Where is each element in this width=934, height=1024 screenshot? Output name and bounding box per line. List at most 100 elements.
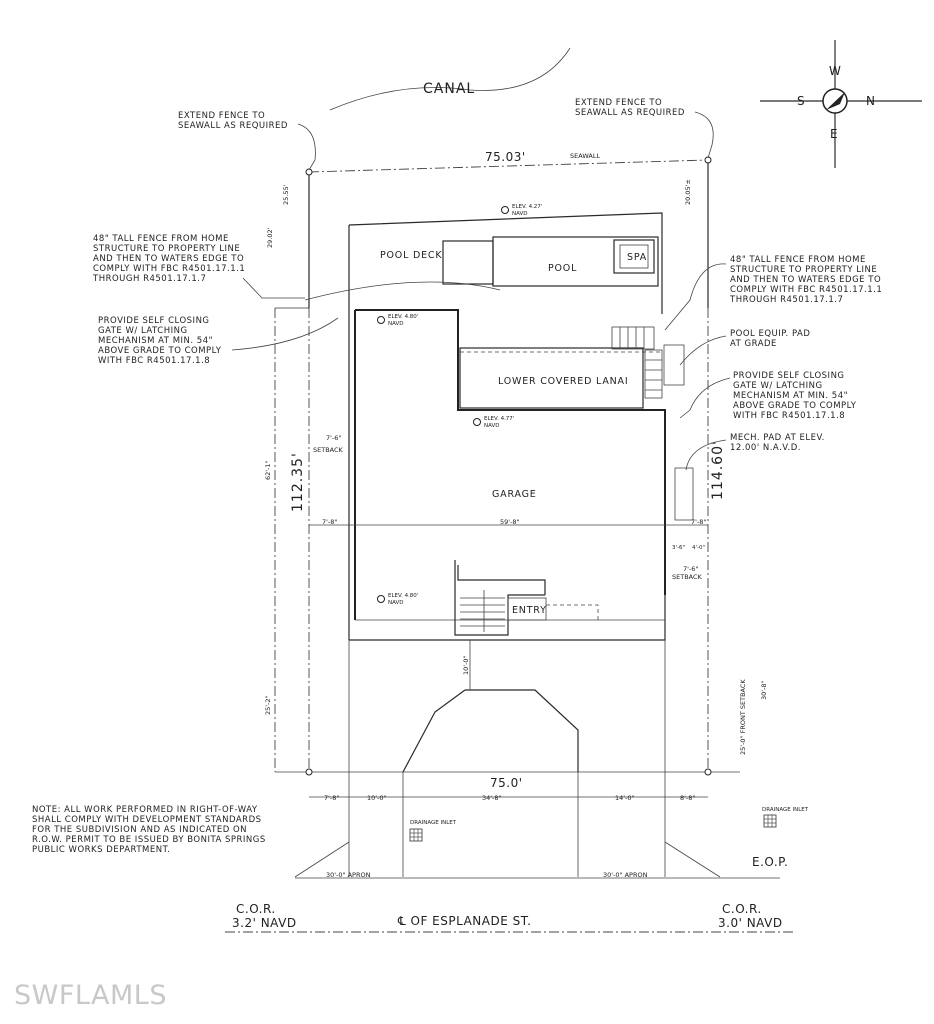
note-line: 12.00' N.A.V.D.: [730, 443, 801, 453]
canal-label: CANAL: [423, 81, 475, 97]
note-line: PROVIDE SELF CLOSING: [98, 316, 210, 326]
setback-right-label: SETBACK: [672, 573, 703, 581]
width-right-dim: 7'-8": [691, 518, 706, 526]
note-mech-pad: MECH. PAD AT ELEV. 12.00' N.A.V.D.: [730, 433, 825, 453]
elev-marker-4: ELEV. 4.80' NAVD: [377, 593, 418, 606]
bottom-dim-4: 14'-0": [615, 794, 635, 802]
drainage-left-label: DRAINAGE INLET: [410, 820, 457, 826]
eop-label: E.O.P.: [752, 855, 788, 869]
drainage-inlet-left-icon: [409, 828, 423, 842]
note-line: COMPLY WITH FBC R4501.17.1.1: [93, 264, 245, 274]
entry-label: ENTRY: [512, 605, 547, 616]
leader-line: [679, 377, 731, 419]
lanai-shape: [459, 347, 644, 409]
elev-3-datum: NAVD: [484, 423, 500, 429]
note-tall-fence-left: 48" TALL FENCE FROM HOME STRUCTURE TO PR…: [92, 234, 245, 284]
right-depth-dim: 114.60': [710, 440, 726, 500]
setback-right-dim: 7'-6": [683, 565, 698, 573]
leader-line: [694, 111, 714, 159]
top-width-dim: 75.03': [485, 150, 526, 164]
bottom-dim-1: 7'-8": [324, 794, 339, 802]
cor-right-title: C.O.R.: [722, 902, 762, 916]
watermark: SWFLAMLS: [14, 980, 167, 1011]
bottom-dim-5: 8'-8": [680, 794, 695, 802]
leader-line: [297, 123, 316, 171]
garage-label: GARAGE: [492, 489, 537, 500]
compass-w: W: [829, 64, 841, 78]
elev-4-datum: NAVD: [388, 600, 404, 606]
pool-equip-pad: [663, 344, 685, 386]
note-tall-fence-right: 48" TALL FENCE FROM HOME STRUCTURE TO PR…: [729, 255, 882, 305]
entry-stair-icon: [460, 590, 505, 632]
note-line: ABOVE GRADE TO COMPLY: [98, 346, 222, 356]
driveway-left: [402, 689, 466, 773]
leader-line: [231, 317, 339, 351]
elev-marker-1: ELEV. 4.27' NAVD: [501, 204, 542, 217]
elev-4-value: ELEV. 4.80': [388, 593, 418, 599]
leader-line: [664, 263, 727, 331]
pool-deck-label: POOL DECK: [380, 250, 442, 261]
note-pool-equip: POOL EQUIP. PAD AT GRADE: [730, 329, 810, 349]
fence-line: [304, 281, 501, 301]
note-line: EXTEND FENCE TO: [178, 111, 265, 121]
bottom-width-dim: 75.0': [490, 776, 523, 790]
entry-box: [507, 597, 547, 621]
note-line: ABOVE GRADE TO COMPLY: [733, 401, 857, 411]
driveway-right: [465, 689, 579, 772]
setback-left-dim: 7'-6": [326, 434, 341, 442]
corner-marker: [305, 768, 313, 776]
elev-1-value: ELEV. 4.27': [512, 204, 542, 210]
note-gate-right: PROVIDE SELF CLOSING GATE W/ LATCHING ME…: [733, 371, 857, 421]
left-offset2-dim: 29.02': [266, 227, 274, 248]
note-line: AT GRADE: [730, 339, 777, 349]
stair-icon: [611, 326, 663, 399]
note-line: NOTE: ALL WORK PERFORMED IN RIGHT-OF-WAY: [32, 805, 258, 815]
note-line: PROVIDE SELF CLOSING: [733, 371, 845, 381]
seawall-line: [308, 159, 709, 173]
corner-marker: [305, 168, 313, 176]
spa-inner: [619, 244, 649, 269]
note-fence-right: EXTEND FENCE TO SEAWALL AS REQUIRED: [575, 98, 684, 118]
elev-2-value: ELEV. 4.80': [388, 314, 418, 320]
setback-left-label: SETBACK: [313, 446, 344, 454]
leader-line: [242, 277, 305, 299]
street-name: ℄ OF ESPLANADE ST.: [397, 914, 531, 928]
note-line: MECH. PAD AT ELEV.: [730, 433, 825, 443]
spa-label: SPA: [627, 252, 647, 263]
apron-flare-left: [294, 841, 350, 878]
leader-line: [679, 335, 727, 366]
compass-e: E: [830, 127, 838, 141]
note-line: AND THEN TO WATERS EDGE TO: [93, 254, 244, 264]
apron-flare-right: [664, 841, 721, 878]
lanai-label: LOWER COVERED LANAI: [498, 376, 628, 387]
entry-wall: [457, 565, 546, 595]
note-line: COMPLY WITH FBC R4501.17.1.1: [730, 285, 882, 295]
bottom-dim-3: 34'-8": [482, 794, 502, 802]
pool-shape: [492, 236, 659, 287]
left-bottom-dim: 25'-2": [264, 695, 272, 715]
drainage-inlet-right-icon: [763, 814, 777, 828]
note-line: STRUCTURE TO PROPERTY LINE: [93, 244, 240, 254]
cor-left-value: 3.2' NAVD: [232, 916, 297, 930]
note-line: 48" TALL FENCE FROM HOME: [93, 234, 229, 244]
width-left-dim: 7'-8": [322, 518, 337, 526]
note-line: STRUCTURE TO PROPERTY LINE: [730, 265, 877, 275]
note-line: MECHANISM AT MIN. 54": [733, 391, 848, 401]
elev-marker-2: ELEV. 4.80' NAVD: [377, 314, 418, 327]
corner-marker: [704, 768, 712, 776]
note-line: POOL EQUIP. PAD: [730, 329, 810, 339]
note-gate-left: PROVIDE SELF CLOSING GATE W/ LATCHING ME…: [98, 316, 222, 366]
note-line: MECHANISM AT MIN. 54": [98, 336, 213, 346]
compass-n: N: [866, 94, 875, 108]
note-line: 48" TALL FENCE FROM HOME: [730, 255, 866, 265]
note-line: R.O.W. PERMIT TO BE ISSUED BY BONITA SPR…: [32, 835, 266, 845]
note-line: PUBLIC WORKS DEPARTMENT.: [32, 845, 170, 855]
note-line: WITH FBC R4501.17.1.8: [733, 411, 845, 421]
front-setback-dim: 25'-0" FRONT SETBACK: [739, 679, 747, 755]
pool-deck-shape: [442, 240, 494, 285]
cor-right-value: 3.0' NAVD: [718, 916, 783, 930]
elev-1-datum: NAVD: [512, 211, 528, 217]
mech-pad: [674, 467, 694, 521]
